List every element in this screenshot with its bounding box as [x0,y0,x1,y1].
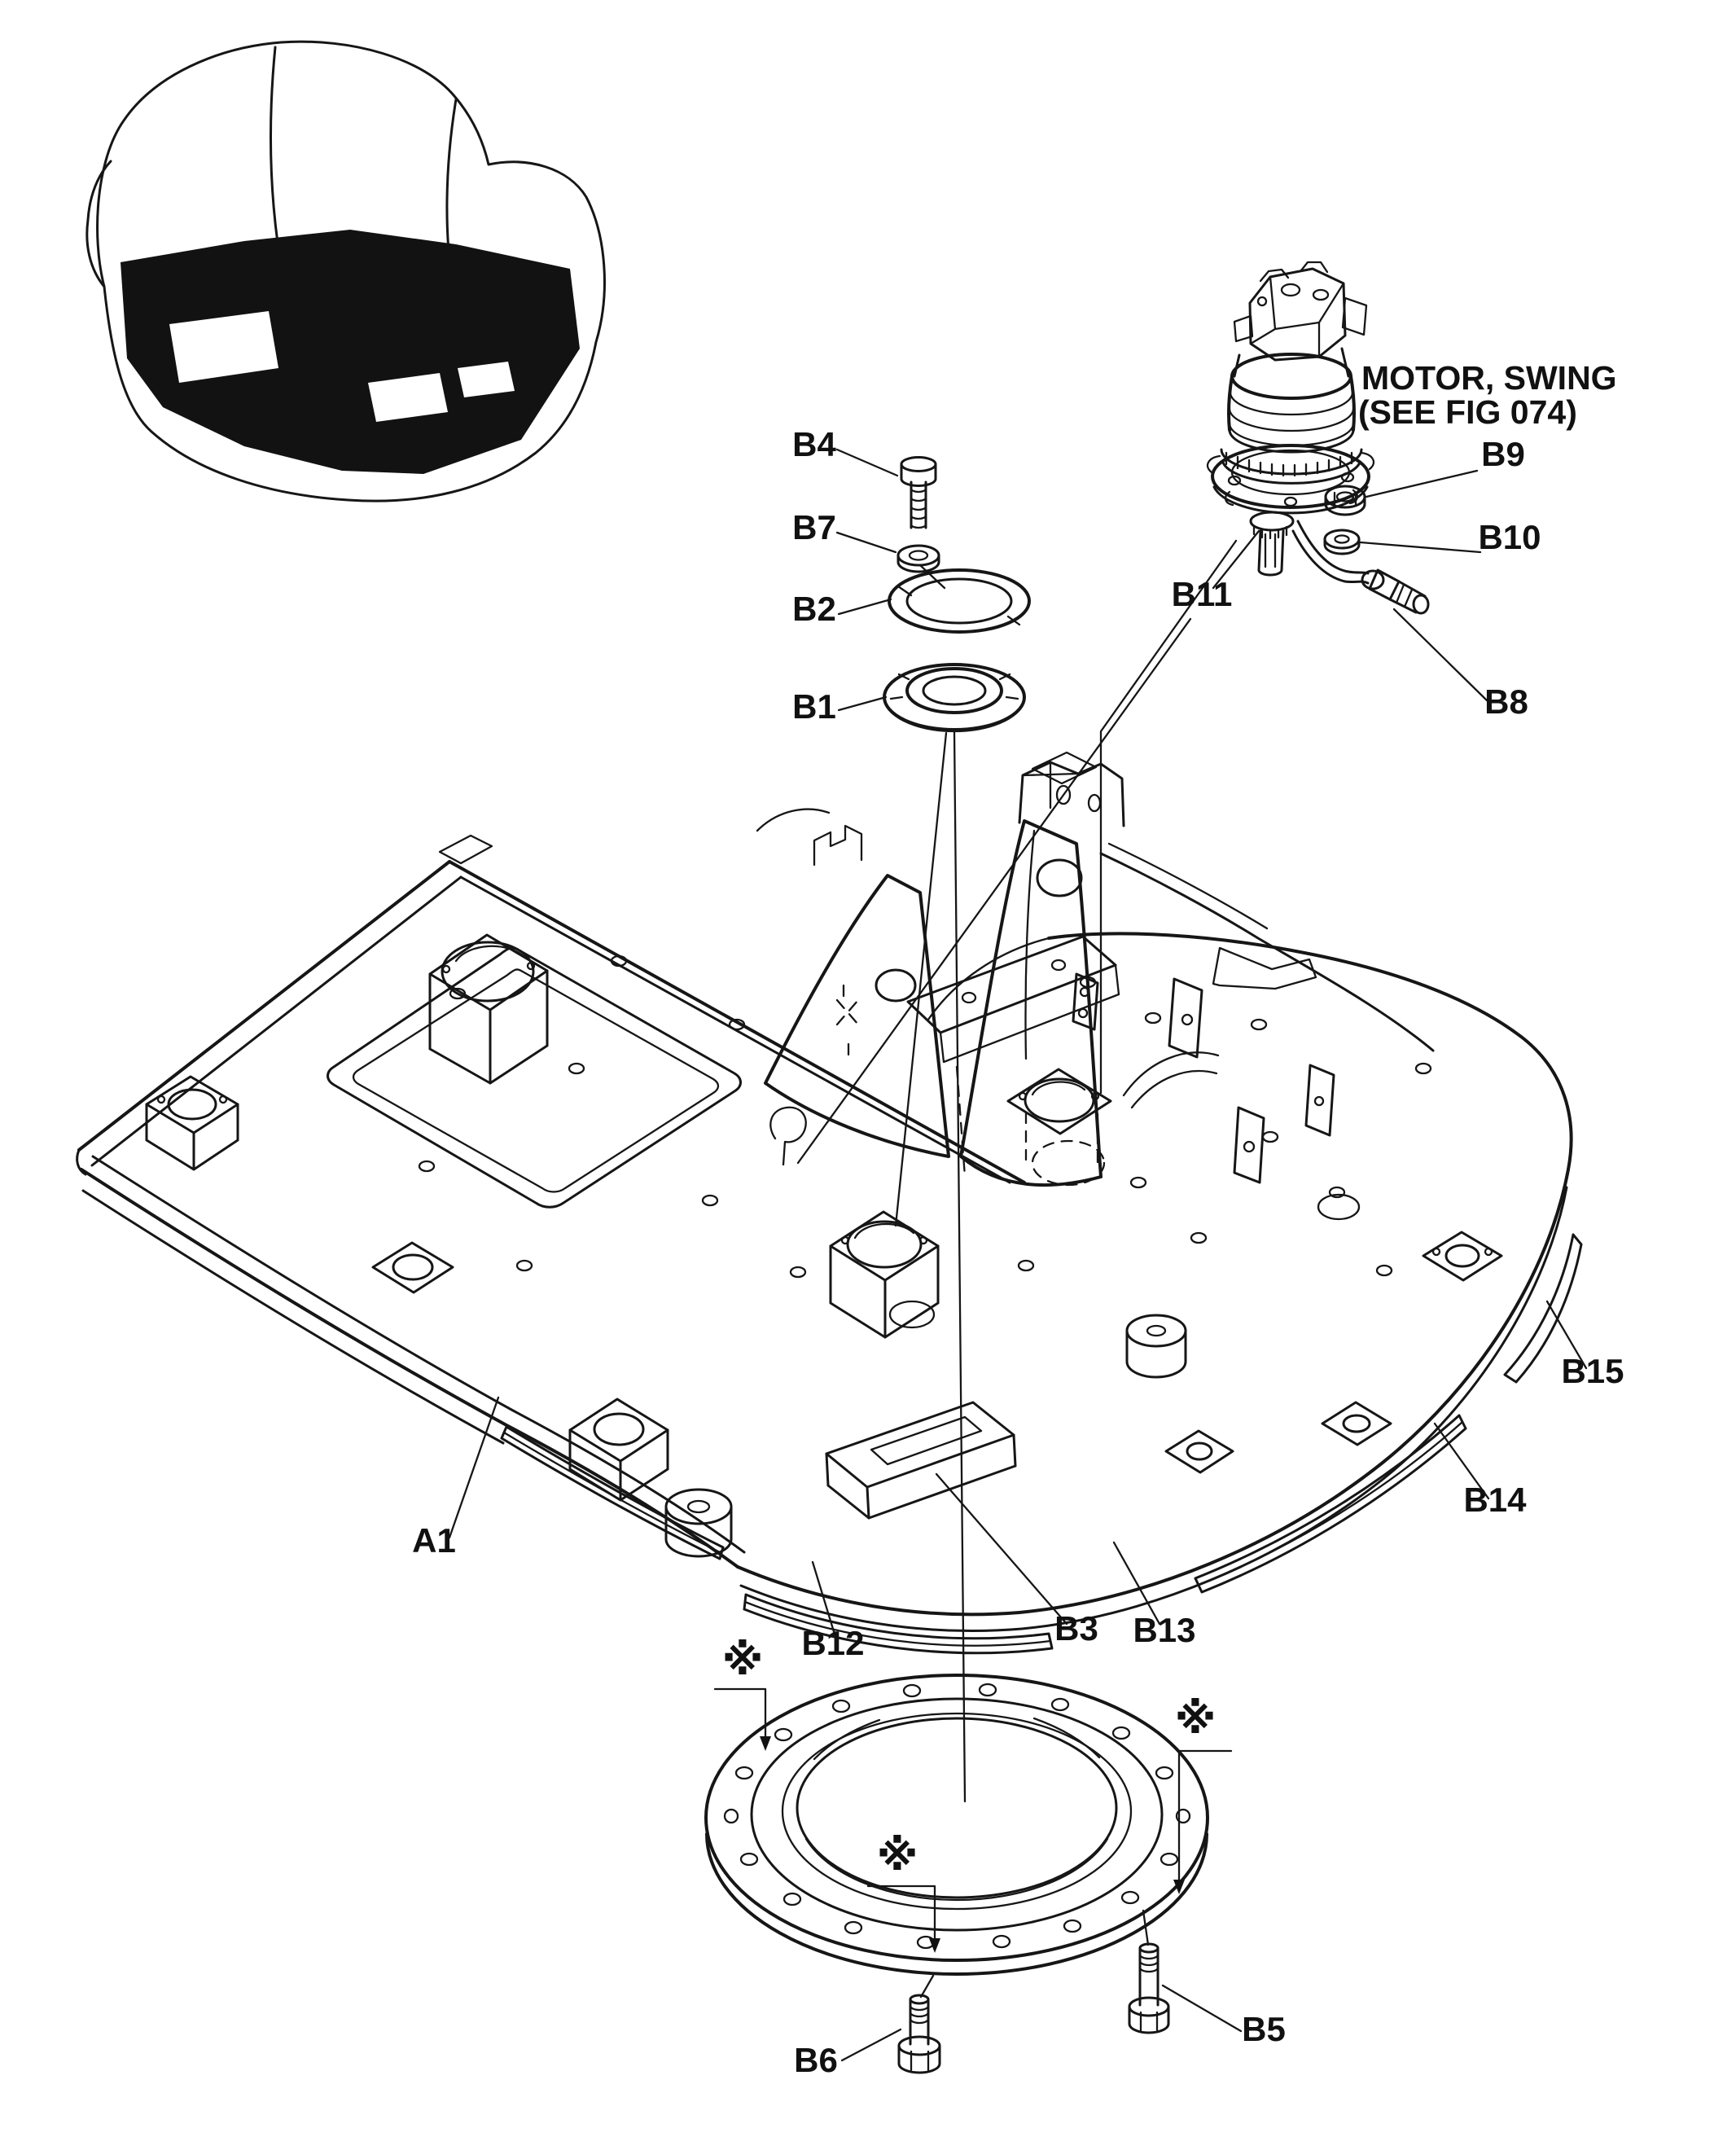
part-label-b6: B6 [794,2041,838,2079]
edge-strip-b15 [1503,1233,1583,1384]
ref-mark-3: ※ [877,1832,918,1880]
ref-mark-bracket-left [713,1687,771,1751]
swing-bearing [704,1674,1209,2074]
part-label-b7: B7 [792,508,836,546]
bearing-bolt-holes [723,1683,1191,1950]
leader-b9 [1365,469,1479,498]
leader-b15 [1545,1300,1588,1370]
ref-mark-bracket-center [866,1885,940,1953]
swing-motor [1099,261,1430,1095]
part-label-b8: B8 [1484,682,1528,721]
part-label-b10: B10 [1478,518,1541,556]
seal-ring-b1 [883,663,1026,733]
ref-mark-bracket-right [1173,1749,1233,1894]
leader-b8 [1392,608,1488,702]
leader-b1 [837,695,888,712]
leader-b3 [935,1472,1068,1626]
leader-b11a [1212,529,1260,590]
nut-b9 [1324,485,1366,516]
motor-note-line1: MOTOR, SWING [1361,359,1617,397]
part-label-b11: B11 [1172,575,1233,613]
elbow-fitting-b8 [1361,568,1430,615]
part-label-b13: B13 [1133,1611,1195,1649]
seal-stack [883,456,1031,1803]
pad-mid-deck [371,1241,454,1294]
leader-b7 [835,531,897,554]
ref-mark-1: ※ [722,1636,764,1685]
pad-right-3 [1164,1429,1234,1474]
motor-mount-leader [1099,539,1238,1095]
part-label-a1: A1 [412,1521,456,1560]
leader-b5 [1161,1984,1243,2033]
wear-strip-b12 [500,1425,725,1560]
machine-thumbnail [85,40,606,502]
frame-holes [418,954,1432,1329]
pad-right-1 [1422,1231,1503,1282]
bolt-b4 [900,456,937,529]
boss-front [568,1398,669,1502]
motor-shaft [1249,511,1295,577]
assembly-axis-line [953,730,967,1803]
nut-b7 [896,544,940,573]
bolt-b6 [897,1974,941,2074]
part-label-b2: B2 [792,590,836,628]
ref-mark-2: ※ [1175,1695,1217,1744]
main-frame [76,751,1583,1655]
cylinder-boss-right [1125,1314,1187,1379]
part-label-b5: B5 [1242,2010,1286,2048]
boss-upper [428,933,549,1085]
motor-mount-boss [1006,1068,1112,1187]
leader-b2 [837,598,892,616]
leader-b11b [796,617,1192,1165]
stack-connector-line [918,564,946,590]
part-label-b1: B1 [792,687,836,726]
boom-mount [764,751,1125,1187]
part-label-b14: B14 [1463,1481,1527,1519]
leader-b10 [1359,541,1482,554]
highlighted-frame-area [121,230,580,474]
leader-b13 [1112,1541,1161,1626]
nut-b10 [1323,529,1361,555]
shim-ring-b2 [888,568,1031,634]
leader-lines [448,448,1588,2062]
part-label-b15: B15 [1561,1352,1624,1390]
cylinder-boss-left [664,1488,733,1558]
leader-b12 [811,1560,837,1639]
pad-right-2 [1321,1401,1392,1446]
motor-note-line2: (SEE FIG 074) [1358,393,1577,431]
part-label-b9: B9 [1481,435,1525,473]
part-label-b12: B12 [801,1624,864,1662]
leader-a1 [448,1396,500,1539]
boss-left [145,1075,239,1171]
bolt-b5 [1128,1909,1170,2034]
leader-b14 [1433,1422,1490,1500]
leader-b6 [840,2028,902,2062]
stack-to-mount-leader [894,731,948,1227]
channel-bracket-b3 [825,1401,1017,1520]
wear-strip-b13 [743,1593,1054,1655]
motor-support-boss [829,1210,940,1339]
leader-b4 [835,448,899,477]
wear-strip-b14 [1194,1414,1467,1594]
part-label-b3: B3 [1054,1609,1098,1648]
part-label-b4: B4 [792,425,836,463]
